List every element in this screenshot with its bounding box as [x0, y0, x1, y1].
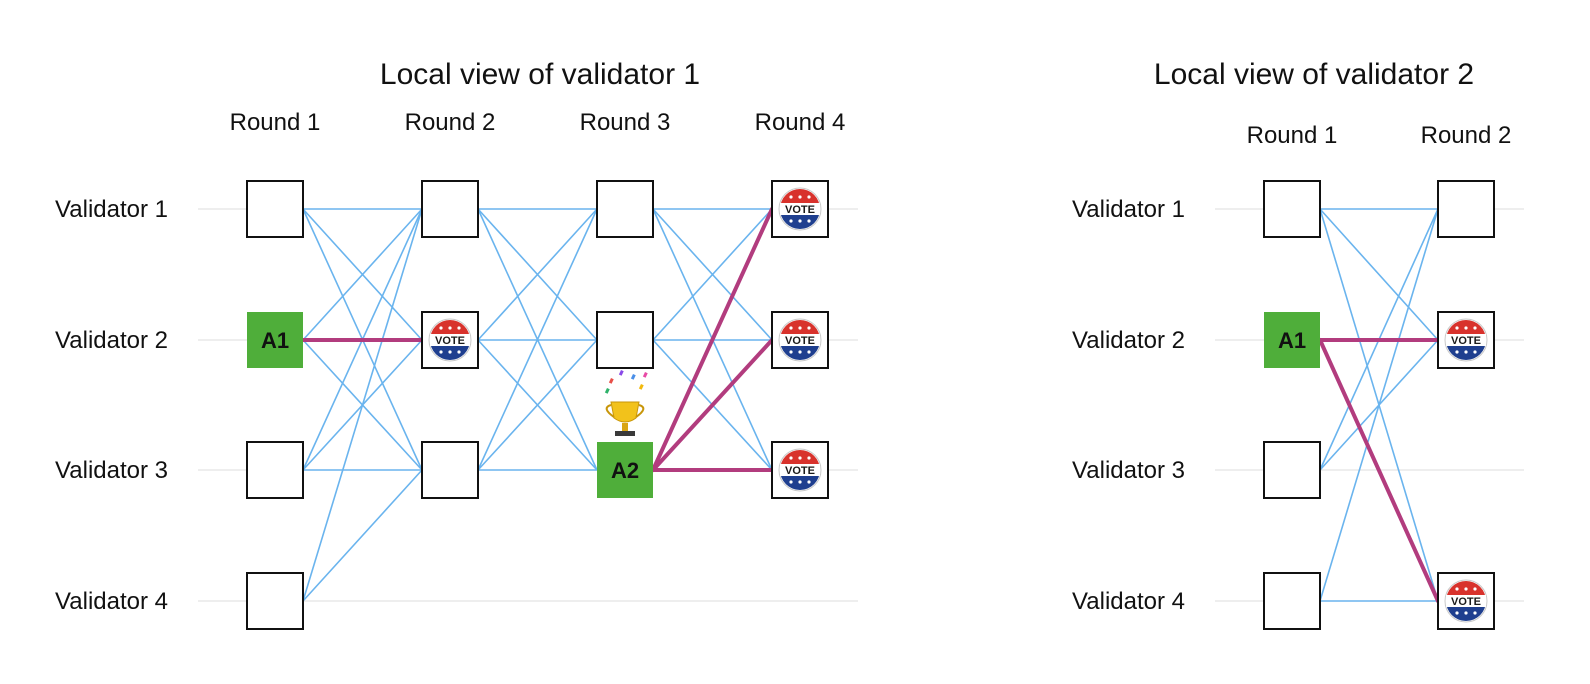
vertex-node — [246, 572, 304, 630]
vertex-node — [1263, 180, 1321, 238]
row-guides — [198, 208, 858, 602]
highlight-edge — [651, 207, 774, 472]
vertex-node — [1263, 572, 1321, 630]
anchor-node: A1 — [247, 312, 303, 368]
highlight-edges — [1318, 338, 1440, 603]
anchor-label: A1 — [1278, 328, 1306, 353]
anchor-node: A1 — [1264, 312, 1320, 368]
round-label: Round 2 — [1421, 122, 1512, 149]
vote-label: VOTE — [785, 204, 815, 216]
validator-label: Validator 2 — [1072, 327, 1185, 354]
vote-node: VOTE — [1437, 311, 1495, 369]
validator-label: Validator 2 — [55, 327, 168, 354]
vote-node: VOTE — [421, 311, 479, 369]
validator-label: Validator 1 — [55, 196, 168, 223]
dag-edge — [302, 208, 423, 341]
anchor-node: A2 — [597, 370, 653, 498]
dag-edge — [1319, 208, 1439, 602]
row-guides — [1215, 208, 1524, 602]
dag-edge — [477, 208, 598, 471]
panel-title: Local view of validator 1 — [380, 58, 700, 91]
vertex-node — [1437, 180, 1495, 238]
vertex-node — [246, 441, 304, 499]
vote-badge-icon: VOTE — [778, 448, 822, 492]
round-label: Round 3 — [580, 109, 671, 136]
vote-badge-icon: VOTE — [1444, 579, 1488, 623]
trophy-icon — [604, 370, 648, 436]
highlight-edge — [1318, 338, 1440, 603]
anchor-label: A1 — [261, 328, 289, 353]
round-label: Round 1 — [230, 109, 321, 136]
vote-label: VOTE — [435, 335, 465, 347]
panel-validator-2-view: Local view of validator 2 Round 1 Round 2… — [1072, 58, 1524, 630]
round-label: Round 4 — [755, 109, 846, 136]
dag-edges — [1319, 208, 1439, 602]
vertex-node — [596, 180, 654, 238]
vote-badge-icon: VOTE — [1444, 318, 1488, 362]
dag-edge — [477, 339, 598, 471]
validator-label: Validator 3 — [1072, 457, 1185, 484]
validator-label: Validator 3 — [55, 457, 168, 484]
dag-edge — [652, 208, 773, 341]
vertex-node — [1263, 441, 1321, 499]
round-label: Round 2 — [405, 109, 496, 136]
dag-edge — [477, 208, 598, 341]
vertex-node — [421, 441, 479, 499]
panel-validator-1-view: Local view of validator 1 Round 1 Round 2… — [55, 58, 858, 630]
dag-edge — [302, 208, 423, 602]
dag-edge — [1319, 208, 1439, 341]
vertex-node — [421, 180, 479, 238]
vote-badge-icon: VOTE — [778, 187, 822, 231]
round-label: Round 1 — [1247, 122, 1338, 149]
vote-label: VOTE — [785, 335, 815, 347]
vote-badge-icon: VOTE — [778, 318, 822, 362]
vote-node: VOTE — [771, 311, 829, 369]
highlight-edges — [301, 207, 774, 472]
vote-label: VOTE — [785, 465, 815, 477]
vote-node: VOTE — [771, 441, 829, 499]
panel-title: Local view of validator 2 — [1154, 58, 1474, 91]
vote-badge-icon: VOTE — [428, 318, 472, 362]
anchor-label: A2 — [611, 458, 639, 483]
vertex-node — [246, 180, 304, 238]
vote-node: VOTE — [1437, 572, 1495, 630]
validator-label: Validator 4 — [55, 588, 168, 615]
highlight-edge — [651, 338, 774, 472]
validator-label: Validator 4 — [1072, 588, 1185, 615]
dag-edges — [302, 208, 773, 602]
validator-label: Validator 1 — [1072, 196, 1185, 223]
vote-node: VOTE — [771, 180, 829, 238]
vote-label: VOTE — [1451, 596, 1481, 608]
vote-label: VOTE — [1451, 335, 1481, 347]
dag-edge — [302, 469, 423, 602]
vertex-node — [596, 311, 654, 369]
